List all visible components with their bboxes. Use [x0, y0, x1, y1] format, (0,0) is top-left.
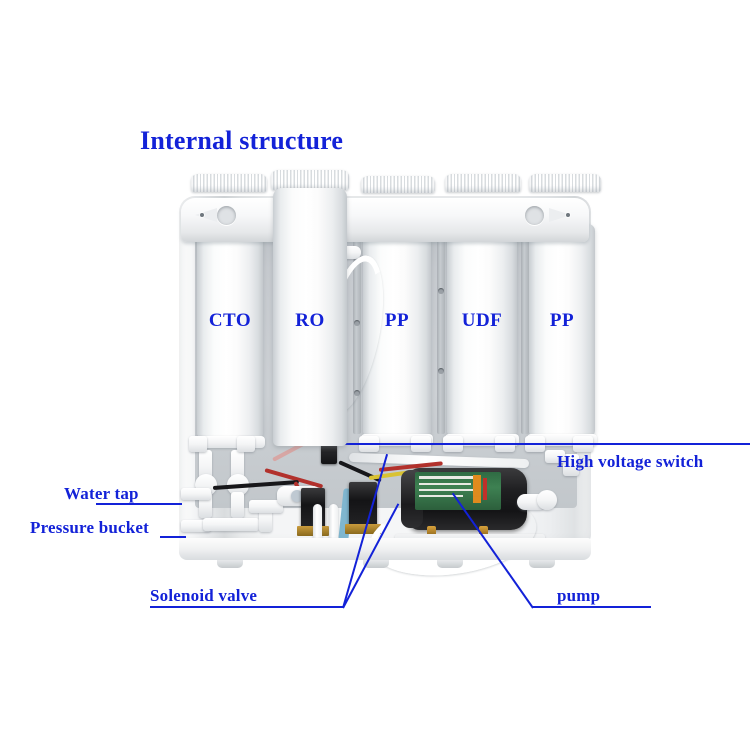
rib-screw-4	[438, 288, 444, 294]
filter-cartridge-ro	[273, 188, 347, 446]
filter-cap-udf	[445, 174, 521, 192]
cto-inlet-fitting	[237, 436, 255, 452]
pump-foot-left	[427, 526, 436, 537]
bracket-gusset-left	[195, 208, 217, 222]
unit-foot-3	[437, 560, 463, 568]
water-purifier-unit: CTO RO PP UDF PP	[173, 168, 601, 586]
leader-water-tap	[96, 503, 182, 505]
bracket-hole-right	[525, 206, 544, 225]
pump-outlet-elbow	[537, 490, 557, 510]
water-tap-outlet-port	[181, 488, 211, 500]
rib-screw-2	[354, 320, 360, 326]
unit-base-plate	[179, 538, 591, 560]
cavity-rib-3	[521, 228, 529, 434]
filter-cartridge-udf	[447, 224, 517, 436]
filter-label-pp-1: PP	[384, 310, 410, 331]
unit-foot-4	[529, 560, 555, 568]
filter-cartridge-cto	[197, 220, 263, 438]
callout-pump: pump	[557, 586, 601, 605]
solenoid-tube-2	[329, 504, 338, 550]
right-pipe-1	[563, 454, 579, 476]
high-voltage-switch-component	[321, 444, 337, 464]
right-pipe-2	[545, 450, 565, 463]
tee-riser	[259, 508, 272, 532]
bracket-screw-right	[566, 213, 570, 217]
lower-cross-pipe	[203, 518, 259, 531]
left-pipe-vertical-4	[231, 492, 244, 518]
top-mounting-bracket	[181, 198, 589, 242]
bracket-hole-left	[217, 206, 236, 225]
leader-solenoid-underline	[150, 606, 343, 608]
callout-pressure-bucket: Pressure bucket	[30, 518, 150, 537]
leader-high-voltage-switch	[333, 443, 750, 445]
leader-pump-underline	[533, 606, 651, 608]
filter-label-cto: CTO	[208, 310, 252, 331]
cavity-rib-2	[437, 228, 445, 434]
solenoid-valve-2-base	[345, 524, 381, 534]
callout-solenoid-valve: Solenoid valve	[150, 586, 258, 605]
filter-cartridge-pp-1	[363, 224, 431, 436]
bracket-screw-left	[200, 213, 204, 217]
filter-label-ro: RO	[295, 310, 325, 331]
filter-cap-ro	[271, 170, 349, 190]
filter-label-pp-2: PP	[549, 310, 575, 331]
rib-screw-3	[354, 390, 360, 396]
filter-label-udf: UDF	[461, 310, 503, 331]
cto-outlet-fitting	[189, 436, 207, 452]
filter-cartridge-pp-2	[529, 224, 595, 436]
page-title: Internal structure	[140, 126, 344, 155]
filter-cap-cto	[191, 174, 267, 192]
rib-screw-5	[438, 368, 444, 374]
callout-water-tap: Water tap	[64, 484, 139, 503]
cavity-rib-1	[353, 228, 361, 434]
filter-cap-pp-1	[361, 176, 435, 193]
unit-foot-2	[363, 560, 389, 568]
unit-foot-1	[217, 560, 243, 568]
solenoid-tube-1	[313, 504, 322, 550]
bracket-gusset-right	[549, 208, 571, 222]
leader-pressure-bucket	[160, 536, 186, 538]
filter-cap-pp-2	[529, 174, 601, 192]
callout-high-voltage-switch: High voltage switch	[557, 452, 704, 471]
wire-clamp-screw	[291, 490, 303, 502]
rib-screw-1	[354, 256, 360, 262]
pump-foot-right	[479, 526, 488, 537]
tee-arm	[249, 500, 283, 513]
